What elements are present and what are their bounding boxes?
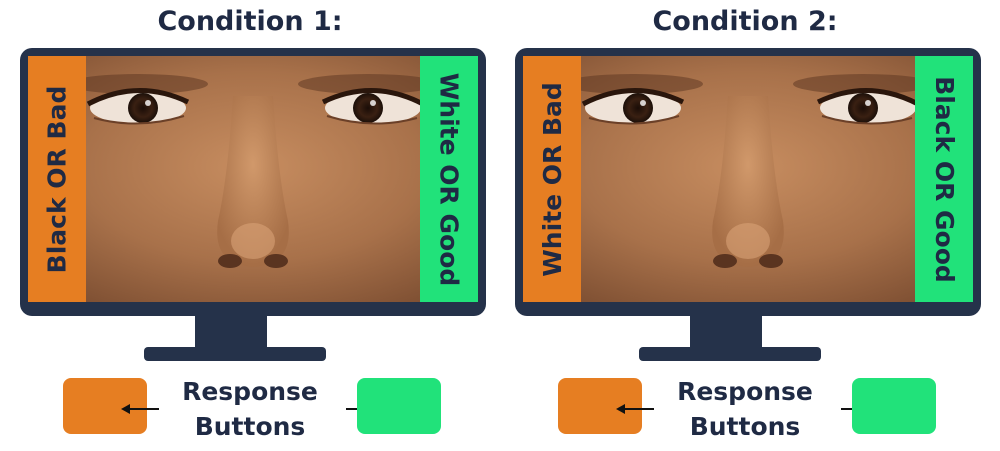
monitor-base (144, 347, 326, 361)
right-category-bar: Black OR Good (915, 56, 973, 302)
monitor-base (639, 347, 821, 361)
right-category-bar: White OR Good (420, 56, 478, 302)
left-category-label: White OR Bad (537, 81, 567, 277)
left-arrow-icon (121, 404, 159, 414)
left-category-label: Black OR Bad (42, 85, 72, 273)
face-image (523, 56, 973, 302)
response-label-line2: Buttons (194, 412, 306, 441)
left-arrow-icon (616, 404, 654, 414)
right-category-label: Black OR Good (929, 75, 959, 283)
condition-1-panel: Condition 1: (20, 6, 486, 444)
monitor-1: Black OR Bad White OR Good (20, 48, 486, 316)
monitor-2: White OR Bad Black OR Good (515, 48, 981, 316)
condition-1-title: Condition 1: (157, 6, 343, 37)
monitor-neck (690, 314, 762, 348)
left-response-button[interactable] (63, 378, 147, 434)
screen-2: White OR Bad Black OR Good (523, 56, 973, 302)
response-label-line2: Buttons (689, 412, 801, 441)
left-category-bar: White OR Bad (523, 56, 581, 302)
left-response-button[interactable] (558, 378, 642, 434)
condition-2-title: Condition 2: (652, 6, 838, 37)
left-category-bar: Black OR Bad (28, 56, 86, 302)
response-buttons-label: Response Buttons (655, 374, 835, 444)
response-label-line1: Response (677, 377, 813, 406)
face-image (28, 56, 478, 302)
condition-2-panel: Condition 2: (495, 0, 995, 451)
response-label-line1: Response (182, 377, 318, 406)
right-category-label: White OR Good (434, 72, 464, 286)
right-response-button[interactable] (852, 378, 936, 434)
screen-1: Black OR Bad White OR Good (28, 56, 478, 302)
response-buttons-label: Response Buttons (160, 374, 340, 444)
monitor-neck (195, 314, 267, 348)
right-response-button[interactable] (357, 378, 441, 434)
